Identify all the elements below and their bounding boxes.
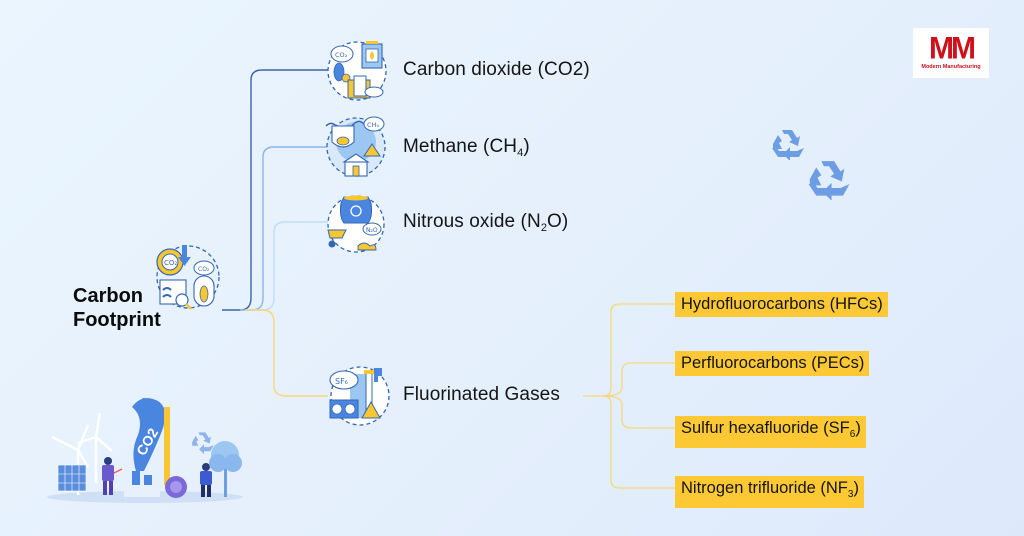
methane-livestock-icon: CH₄ — [320, 114, 386, 180]
root-title-line1: Carbon — [73, 285, 143, 307]
svg-text:CH₄: CH₄ — [367, 121, 379, 129]
subscript: 4 — [517, 147, 524, 159]
svg-text:SF₆: SF₆ — [335, 377, 348, 386]
subscript: 3 — [847, 489, 854, 500]
connector-co2 — [222, 69, 328, 311]
tag-hfcs: Hydrofluorocarbons (HFCs) — [675, 292, 888, 317]
root-title-line2: Footprint — [73, 309, 161, 331]
recycle-icon — [770, 128, 806, 161]
svg-text:N₂O: N₂O — [366, 227, 378, 234]
tag-text-end: ) — [855, 419, 861, 437]
connector-n2o — [252, 221, 328, 311]
branch-label-co2: Carbon dioxide (CO2) — [403, 59, 590, 81]
svg-text:CO₂: CO₂ — [335, 51, 348, 59]
tag-text: Perfluorocarbons (PECs) — [681, 354, 865, 372]
connector-nf3 — [602, 395, 676, 489]
recycle-icon — [806, 158, 852, 201]
connector-sf6 — [602, 395, 676, 429]
connector-pecs — [602, 362, 676, 397]
tag-pecs: Perfluorocarbons (PECs) — [675, 351, 870, 376]
brand-logo: MM Modern Manufacturing — [913, 28, 989, 78]
nitrous-oxide-fertilizer-icon: N₂O — [322, 192, 386, 254]
branch-text: Methane (CH — [403, 136, 518, 157]
subscript: 6 — [849, 429, 856, 440]
branch-text: Fluorinated Gases — [403, 384, 560, 405]
branch-text: Carbon dioxide (CO2) — [403, 59, 590, 80]
connector-hfcs — [583, 303, 676, 397]
svg-text:CO₂: CO₂ — [198, 266, 210, 273]
subscript: 2 — [540, 222, 548, 234]
co2-emissions-icon: CO₂ — [326, 40, 388, 102]
connector-fluorinated — [245, 309, 328, 397]
branch-label-nitrous-oxide: Nitrous oxide (N2O) — [403, 211, 568, 234]
tag-sf6: Sulfur hexafluoride (SF6) — [675, 416, 866, 448]
logo-subtitle: Modern Manufacturing — [921, 64, 981, 70]
co2-footprint-illustration: CO2 — [40, 395, 250, 507]
branch-label-fluorinated-gases: Fluorinated Gases — [403, 384, 560, 406]
tag-text-end: ) — [853, 479, 859, 497]
carbon-footprint-icon: CO₂ CO₂ — [148, 242, 220, 312]
logo-mark: MM — [929, 31, 976, 66]
svg-text:CO₂: CO₂ — [164, 259, 177, 267]
branch-text: Nitrous oxide (N — [403, 211, 541, 232]
tag-text: Nitrogen trifluoride (NF — [681, 479, 848, 497]
tag-nf3: Nitrogen trifluoride (NF3) — [675, 476, 864, 508]
tag-text: Sulfur hexafluoride (SF — [681, 419, 850, 437]
root-title: Carbon Footprint — [73, 284, 161, 332]
branch-text-end: O) — [547, 211, 569, 232]
tag-text: Hydrofluorocarbons (HFCs) — [681, 295, 883, 313]
branch-text-end: ) — [523, 136, 530, 157]
branch-label-methane: Methane (CH4) — [403, 136, 530, 159]
connector-ch4 — [240, 146, 328, 311]
fluorinated-gases-icon: SF₆ — [326, 364, 392, 428]
